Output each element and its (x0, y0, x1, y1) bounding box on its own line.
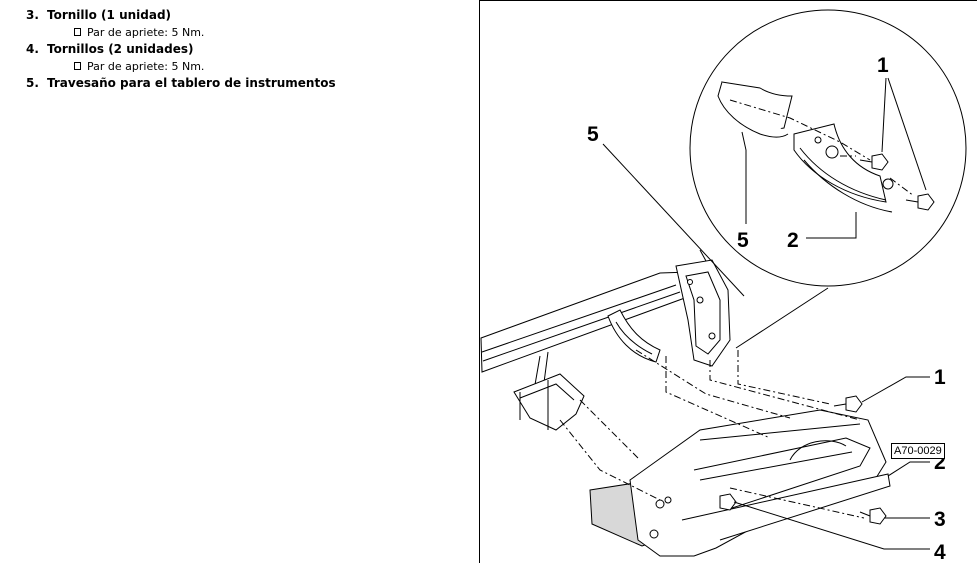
detail-leaders (741, 77, 927, 239)
note-text: Par de apriete: 5 Nm. (87, 26, 205, 39)
item-note: Par de apriete: 5 Nm. (0, 24, 470, 41)
checkbox-icon (74, 62, 81, 70)
storage-compartment (589, 409, 891, 557)
item-title: Tornillo (1 unidad) (47, 8, 172, 22)
diagram-frame (479, 0, 977, 563)
detail-view (717, 81, 935, 213)
screw-icon (859, 507, 887, 525)
item-title: Tornillos (2 unidades) (47, 42, 194, 56)
callout-4: 4 (934, 541, 946, 563)
callout-2: 2 (934, 451, 946, 474)
detail-callout-2: 2 (787, 229, 799, 252)
screw-icon (833, 395, 863, 413)
middle-bracket (607, 309, 661, 363)
callout-leaders (602, 143, 930, 550)
figure-reference-code: A70-0029 (891, 443, 945, 459)
callout-1: 1 (934, 366, 946, 389)
item-number: 4. (26, 42, 39, 56)
detail-pointer-line (735, 287, 829, 349)
checkbox-icon (74, 28, 81, 36)
detail-callout-1: 1 (877, 54, 889, 77)
callout-3: 3 (934, 508, 946, 531)
list-item: 4. Tornillos (2 unidades) (0, 41, 470, 58)
item-number: 3. (26, 8, 39, 22)
assembly-lines (559, 349, 865, 519)
screw-icon (719, 493, 737, 511)
item-title: Travesaño para el tablero de instrumento… (47, 76, 336, 90)
parts-list: 3. Tornillo (1 unidad) Par de apriete: 5… (0, 7, 470, 92)
item-note: Par de apriete: 5 Nm. (0, 58, 470, 75)
item-number: 5. (26, 76, 39, 90)
detail-callout-5: 5 (737, 229, 749, 252)
note-text: Par de apriete: 5 Nm. (87, 60, 205, 73)
list-item: 3. Tornillo (1 unidad) (0, 7, 470, 24)
list-item: 5. Travesaño para el tablero de instrume… (0, 75, 470, 92)
beam-end-bracket (675, 259, 731, 367)
left-support-bracket (513, 373, 585, 431)
cross-beam (480, 271, 694, 403)
callout-5: 5 (587, 123, 599, 146)
